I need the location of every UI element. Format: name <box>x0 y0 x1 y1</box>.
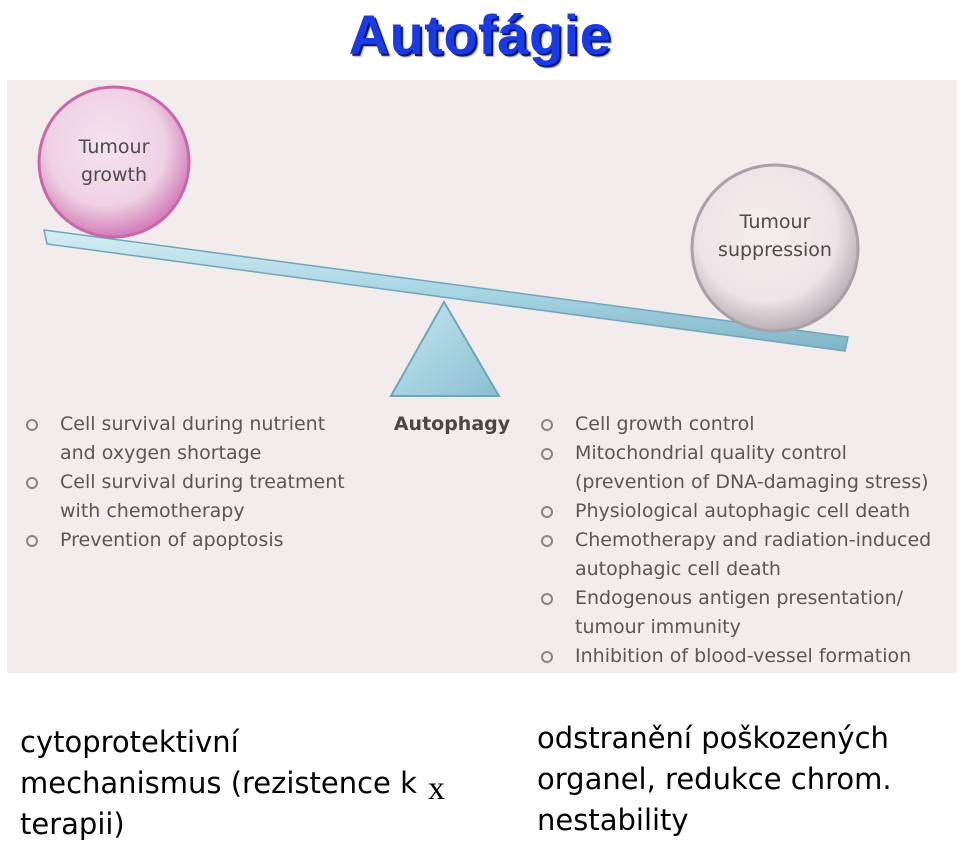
balance-beam <box>43 229 849 352</box>
tumour-growth-list: Cell survival during nutrient and oxygen… <box>22 410 362 555</box>
tumour-growth-circle <box>37 85 191 239</box>
autophagy-balance-diagram: Tumour growth Tumour suppression Autopha… <box>7 80 957 673</box>
list-item: Endogenous antigen presentation/ tumour … <box>537 584 957 642</box>
cytoprotective-caption: cytoprotektivní mechanismus (rezistence … <box>20 725 417 841</box>
tumour-growth-label: Tumour growth <box>78 136 150 186</box>
tumour-suppression-label: Tumour suppression <box>718 211 832 261</box>
versus-symbol: x <box>428 770 445 807</box>
list-item: Physiological autophagic cell death <box>537 497 957 526</box>
list-item: Inhibition of blood-vessel formation <box>537 642 957 671</box>
list-item: Cell growth control <box>537 410 957 439</box>
page-title: Autofágie <box>348 3 612 66</box>
list-item: Mitochondrial quality control (preventio… <box>537 439 957 497</box>
pivot-triangle <box>389 299 501 397</box>
balance-graphic <box>37 85 860 397</box>
tumour-suppression-circle <box>690 163 860 333</box>
list-item: Cell survival during nutrient and oxygen… <box>22 410 362 468</box>
list-item: Cell survival during treatment with chem… <box>22 468 362 526</box>
autophagy-label: Autophagy <box>393 413 511 435</box>
tumour-suppression-list: Cell growth control Mitochondrial qualit… <box>537 410 957 671</box>
list-item: Prevention of apoptosis <box>22 526 362 555</box>
suppression-caption: odstranění poškozených organel, redukce … <box>537 721 892 837</box>
list-item: Chemotherapy and radiation-induced autop… <box>537 526 957 584</box>
